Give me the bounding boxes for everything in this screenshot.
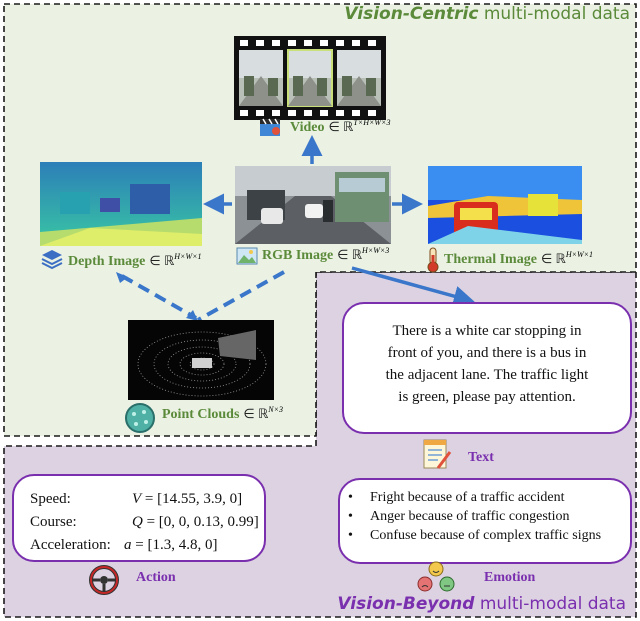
text-box: There is a white car stopping in front o… — [342, 302, 632, 434]
emotion-faces-icon — [417, 561, 455, 592]
list-item: •Confuse because of complex traffic sign… — [348, 528, 602, 543]
video-frames — [239, 49, 381, 107]
dashed-link-rgb-points — [197, 270, 285, 322]
video-label-group — [259, 117, 283, 142]
steering-wheel-icon — [89, 565, 119, 595]
emotion-label: Emotion — [484, 570, 536, 585]
list-item: •Anger because of traffic congestion — [348, 509, 570, 524]
rgb-label: RGB Image ∈ ℝH×W×3 — [262, 246, 390, 263]
point-clouds-label: Point Clouds ∈ ℝN×3 — [162, 405, 284, 422]
vision-centric-title: Vision-Centric multi-modal data — [344, 4, 630, 24]
notepad-icon — [423, 439, 452, 469]
depth-label: Depth Image ∈ ℝH×W×1 — [68, 252, 202, 269]
action-label: Action — [136, 570, 176, 585]
depth-image — [40, 162, 202, 246]
emotion-list: •Fright because of a traffic accident •A… — [340, 488, 601, 545]
video-label: Video ∈ ℝT×H×W×3 — [290, 118, 391, 135]
dashed-link-depth-points — [121, 274, 197, 320]
point-cloud-image — [128, 320, 274, 400]
thermal-image — [428, 166, 582, 244]
arrow-rgb-to-text — [351, 266, 475, 307]
emotion-box: •Fright because of a traffic accident •A… — [338, 478, 632, 564]
thermometer-icon — [427, 247, 439, 273]
thermal-label: Thermal Image ∈ ℝH×W×1 — [444, 250, 594, 267]
layers-icon — [41, 250, 63, 270]
rgb-image — [235, 166, 391, 244]
text-description: There is a white car stopping in front o… — [385, 323, 589, 405]
vision-beyond-title: Vision-Beyond multi-modal data — [337, 594, 626, 614]
video-film-strip — [234, 36, 386, 120]
action-box: Speed: Course: Acceleration: V = [14.55,… — [12, 474, 266, 562]
list-item: •Fright because of a traffic accident — [348, 490, 565, 505]
text-label: Text — [468, 450, 494, 465]
action-names: Speed: Course: Acceleration: — [30, 491, 111, 553]
action-values: V = [14.55, 3.9, 0] Q = [0, 0, 0.13, 0.9… — [124, 491, 259, 553]
clapperboard-icon — [260, 118, 280, 136]
globe-icon — [125, 403, 155, 433]
image-icon — [236, 247, 258, 265]
